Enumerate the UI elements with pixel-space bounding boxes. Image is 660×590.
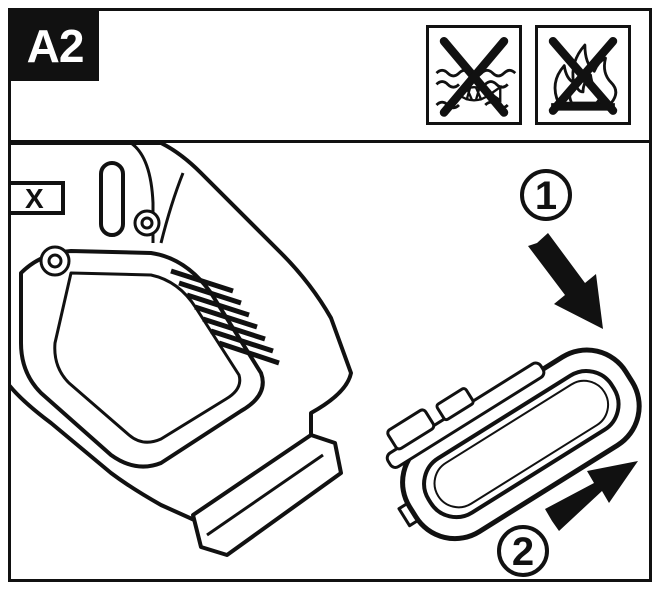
step-2-number: 2 (512, 530, 534, 574)
no-fire-icon (535, 25, 631, 125)
housing-screw (39, 209, 161, 277)
battery-pack (385, 347, 642, 542)
instruction-panel: A2 (8, 8, 652, 582)
insert-arrow (528, 233, 603, 329)
brand-badge-text: X (25, 183, 44, 214)
step-label: A2 (11, 11, 99, 81)
switch-slot (99, 161, 125, 237)
no-water-icon (426, 25, 522, 125)
step-2-marker: 2 (497, 525, 549, 577)
step-1-marker: 1 (520, 169, 572, 221)
power-tool-body (11, 143, 353, 557)
step-1-number: 1 (535, 174, 557, 218)
brand-badge (11, 181, 65, 215)
panel-header: A2 (11, 11, 649, 143)
assembly-illustration: X (11, 143, 649, 579)
vent-grille (170, 268, 280, 366)
slide-arrow (545, 461, 638, 531)
